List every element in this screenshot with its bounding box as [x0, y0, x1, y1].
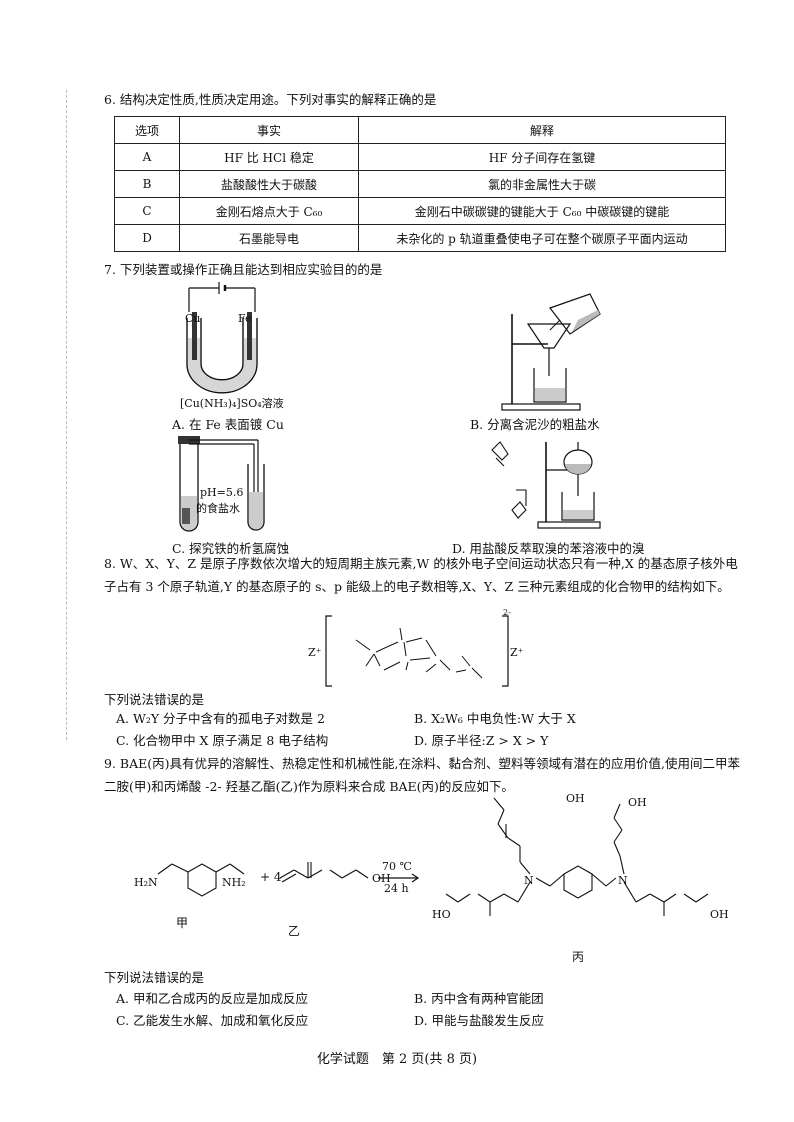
- label-bing: 丙: [572, 950, 585, 964]
- q8-prompt-text: 下列说法错误的是: [104, 692, 205, 707]
- cell: HF 比 HCl 稳定: [179, 143, 359, 171]
- header-explanation: 解释: [358, 116, 726, 144]
- q6-table: 选项 事实 解释 A HF 比 HCl 稳定 HF 分子间存在氢键 B 盐酸酸性…: [114, 116, 726, 252]
- corrosion-apparatus-figure: [178, 436, 265, 532]
- bing-ho-left: HO: [432, 908, 451, 921]
- question-8: 8. W、X、Y、Z 是原子序数依次增大的短周期主族元素,W 的核外电子空间运动…: [104, 552, 744, 598]
- reactant-yi-skeleton: [279, 862, 369, 883]
- anion-charge: 2-: [503, 608, 511, 617]
- separatory-funnel-figure: [491, 441, 601, 529]
- question-7: 7. 下列装置或操作正确且能达到相应实验目的的是: [104, 258, 744, 281]
- cell: B: [114, 170, 180, 198]
- caption-d: D. 用盐酸反萃取溴的苯溶液中的溴: [452, 541, 645, 556]
- q9-prompt-text: 下列说法错误的是: [104, 970, 205, 985]
- label-yi: 乙: [288, 924, 301, 938]
- q9-option-b: B. 丙中含有两种官能团: [414, 991, 544, 1006]
- cell: C: [114, 197, 180, 225]
- cell: 金刚石中碳碳键的键能大于 C₆₀ 中碳碳键的键能: [358, 197, 726, 225]
- bing-oh-top-left: OH: [566, 792, 585, 805]
- caption-c: C. 探究铁的析氢腐蚀: [172, 541, 290, 556]
- bing-oh-right: OH: [710, 908, 729, 921]
- jia-h2n: H₂N: [134, 876, 158, 889]
- q8-option-a: A. W₂Y 分子中含有的孤电子对数是 2: [116, 711, 325, 726]
- cation-left: Z⁺: [308, 646, 322, 659]
- electroplating-apparatus-figure: [186, 282, 258, 394]
- page-footer: 化学试题 第 2 页(共 8 页): [316, 1052, 478, 1067]
- cell: D: [114, 224, 180, 252]
- q9-options: A. 甲和乙合成丙的反应是加成反应 B. 丙中含有两种官能团 C. 乙能发生水解…: [116, 988, 736, 1034]
- cell: 未杂化的 p 轨道重叠使电子可在整个碳原子平面内运动: [358, 224, 726, 252]
- reaction-time: 24 h: [384, 882, 409, 895]
- label-jia: 甲: [176, 916, 189, 930]
- table-row: D 石墨能导电 未杂化的 p 轨道重叠使电子可在整个碳原子平面内运动: [114, 224, 726, 252]
- reaction-arrow: [378, 873, 420, 883]
- q8-options: A. W₂Y 分子中含有的孤电子对数是 2 B. X₂W₆ 中电负性:W 大于 …: [116, 708, 736, 754]
- salt-water-label: 的食盐水: [196, 502, 240, 515]
- jia-nh2: NH₂: [222, 876, 246, 889]
- table-header-row: 选项 事实 解释: [114, 116, 726, 144]
- fe-electrode-label: Fe: [238, 312, 252, 325]
- q8-option-b: B. X₂W₆ 中电负性:W 大于 X: [414, 711, 576, 726]
- solution-label: [Cu(NH₃)₄]SO₄溶液: [180, 397, 284, 410]
- q6-stem: 6. 结构决定性质,性质决定用途。下列对事实的解释正确的是: [104, 92, 437, 107]
- ph-label: pH=5.6: [200, 486, 244, 499]
- cell: HF 分子间存在氢键: [358, 143, 726, 171]
- reaction-temperature: 70 ℃: [382, 860, 412, 873]
- question-6: 6. 结构决定性质,性质决定用途。下列对事实的解释正确的是: [104, 88, 744, 111]
- yi-oh: OH: [372, 872, 391, 885]
- header-fact: 事实: [179, 116, 359, 144]
- table-row: B 盐酸酸性大于碳酸 氯的非金属性大于碳: [114, 170, 726, 198]
- q8-option-c: C. 化合物甲中 X 原子满足 8 电子结构: [116, 733, 329, 748]
- cation-right: Z⁺: [510, 646, 524, 659]
- caption-a: A. 在 Fe 表面镀 Cu: [172, 417, 284, 432]
- bing-n-left: N: [524, 874, 534, 887]
- cell: 氯的非金属性大于碳: [358, 170, 726, 198]
- caption-b: B. 分离含泥沙的粗盐水: [470, 417, 600, 432]
- cell: A: [114, 143, 180, 171]
- q9-prompt: 下列说法错误的是: [104, 966, 744, 989]
- q8-prompt: 下列说法错误的是: [104, 688, 744, 711]
- product-bing-skeleton: [445, 797, 709, 916]
- q9-option-d: D. 甲能与盐酸发生反应: [414, 1013, 545, 1028]
- q9-reaction-scheme: [157, 797, 709, 916]
- q9-option-c: C. 乙能发生水解、加成和氧化反应: [116, 1013, 309, 1028]
- table-row: A HF 比 HCl 稳定 HF 分子间存在氢键: [114, 143, 726, 171]
- bing-n-right: N: [618, 874, 628, 887]
- question-9: 9. BAE(丙)具有优异的溶解性、热稳定性和机械性能,在涂料、黏合剂、塑料等领…: [104, 752, 744, 798]
- q8-option-d: D. 原子半径:Z > X > Y: [414, 733, 549, 748]
- table-row: C 金刚石熔点大于 C₆₀ 金刚石中碳碳键的键能大于 C₆₀ 中碳碳键的键能: [114, 197, 726, 225]
- header-option: 选项: [114, 116, 180, 144]
- q9-option-a: A. 甲和乙合成丙的反应是加成反应: [116, 991, 308, 1006]
- cu-electrode-label: Cu: [185, 312, 201, 325]
- reaction-coefficient: + 4: [260, 870, 282, 884]
- filtration-apparatus-figure: [501, 293, 601, 411]
- bing-oh-top-right: OH: [628, 796, 647, 809]
- compound-jia-structure: [325, 615, 509, 687]
- cell: 金刚石熔点大于 C₆₀: [179, 197, 359, 225]
- q9-stem: 9. BAE(丙)具有优异的溶解性、热稳定性和机械性能,在涂料、黏合剂、塑料等领…: [104, 756, 740, 794]
- q7-stem: 7. 下列装置或操作正确且能达到相应实验目的的是: [104, 262, 383, 277]
- cell: 石墨能导电: [179, 224, 359, 252]
- cell: 盐酸酸性大于碳酸: [179, 170, 359, 198]
- q8-stem: 8. W、X、Y、Z 是原子序数依次增大的短周期主族元素,W 的核外电子空间运动…: [104, 556, 738, 594]
- reactant-jia-skeleton: [157, 863, 245, 897]
- margin-dashed-line: [66, 90, 67, 740]
